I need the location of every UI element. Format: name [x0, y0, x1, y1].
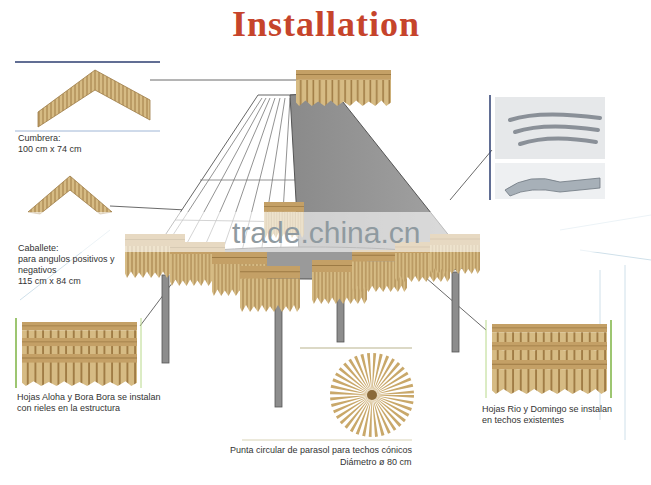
note: con rieles en la estructura — [17, 403, 120, 414]
dimension: 115 cm x 84 cm — [18, 276, 81, 287]
page-title: Installation — [232, 4, 420, 44]
dimension: 100 cm x 74 cm — [18, 144, 82, 155]
dimension: Diámetro ø 80 cm — [340, 457, 412, 468]
part-name: Caballete: — [18, 243, 59, 254]
part-name: Cumbrera: — [18, 133, 61, 144]
note: negativos — [18, 265, 57, 276]
watermark: trade.china.cn — [232, 216, 420, 250]
note: para angulos positivos y — [18, 254, 115, 265]
note: Hojas Aloha y Bora Bora se instalan — [17, 392, 161, 403]
note: en techos existentes — [482, 415, 564, 426]
note: Punta circular de parasol para techos có… — [230, 445, 412, 456]
note: Hojas Rio y Domingo se instalan — [482, 404, 612, 415]
